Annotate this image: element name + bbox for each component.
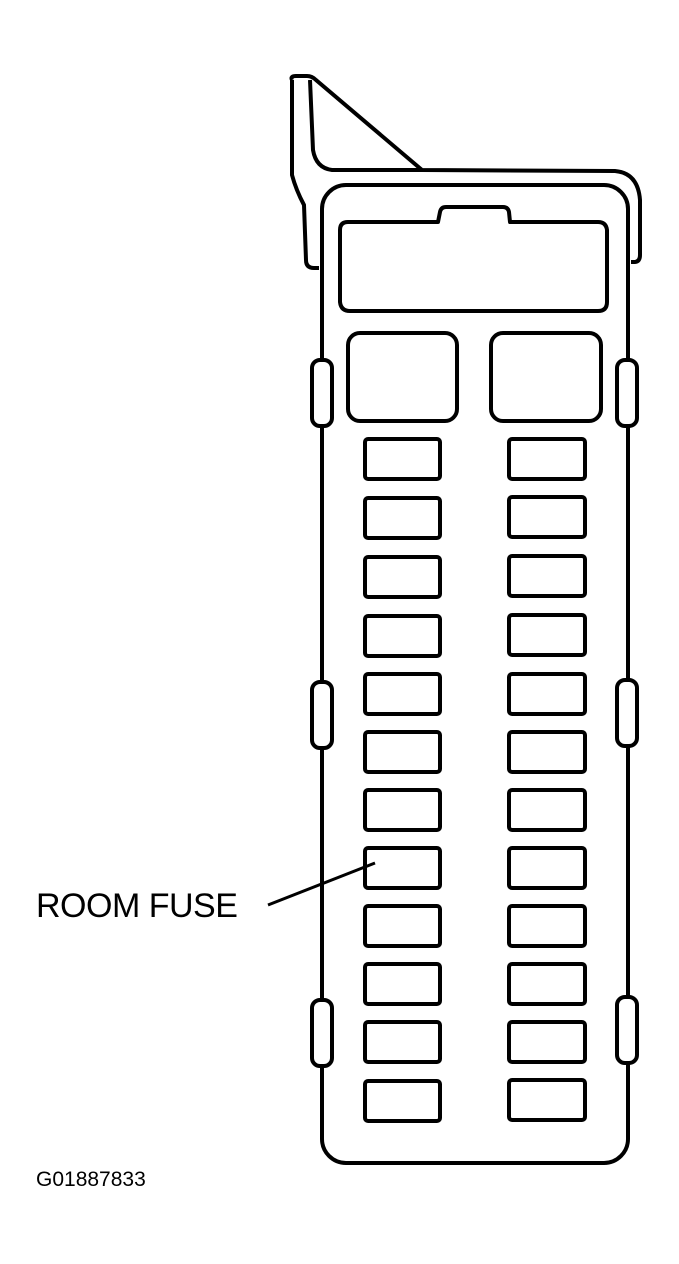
fuse-slot (507, 1020, 587, 1064)
mounting-tab (289, 74, 642, 270)
fuse-slot (507, 788, 587, 832)
fuse-slot (363, 496, 442, 540)
fuse-slot (363, 788, 442, 832)
fuse-slot (363, 904, 442, 948)
fuse-slot (507, 962, 587, 1006)
fuse-slot (507, 904, 587, 948)
fuse-slot (507, 613, 587, 657)
fuse-block-body (320, 183, 630, 1165)
fuse-slot (363, 730, 442, 774)
fuse-slot (363, 555, 442, 599)
fuse-slot (507, 730, 587, 774)
fuse-slot (363, 962, 442, 1006)
relay-socket-left (346, 331, 459, 423)
callout-room-fuse: ROOM FUSE (36, 887, 238, 925)
fuse-slot (507, 554, 587, 598)
figure-id: G01887833 (36, 1168, 146, 1191)
fuse-slot (507, 437, 587, 481)
fuse-slot (363, 437, 442, 481)
fuse-slot (507, 1078, 587, 1122)
fuse-slot (363, 1079, 442, 1123)
fuse-slots (363, 437, 587, 1123)
fuse-slot (363, 672, 442, 716)
callout-leader-line (267, 861, 376, 907)
fuse-slot (507, 672, 587, 716)
fuse-slot (363, 614, 442, 658)
relay-socket-right (489, 331, 603, 423)
fuse-slot (507, 846, 587, 890)
fuse-slot-room-fuse (363, 846, 442, 890)
side-clips (310, 358, 639, 1068)
fuse-slot (507, 495, 587, 539)
relay-connector (338, 205, 609, 313)
fuse-slot (363, 1020, 442, 1064)
